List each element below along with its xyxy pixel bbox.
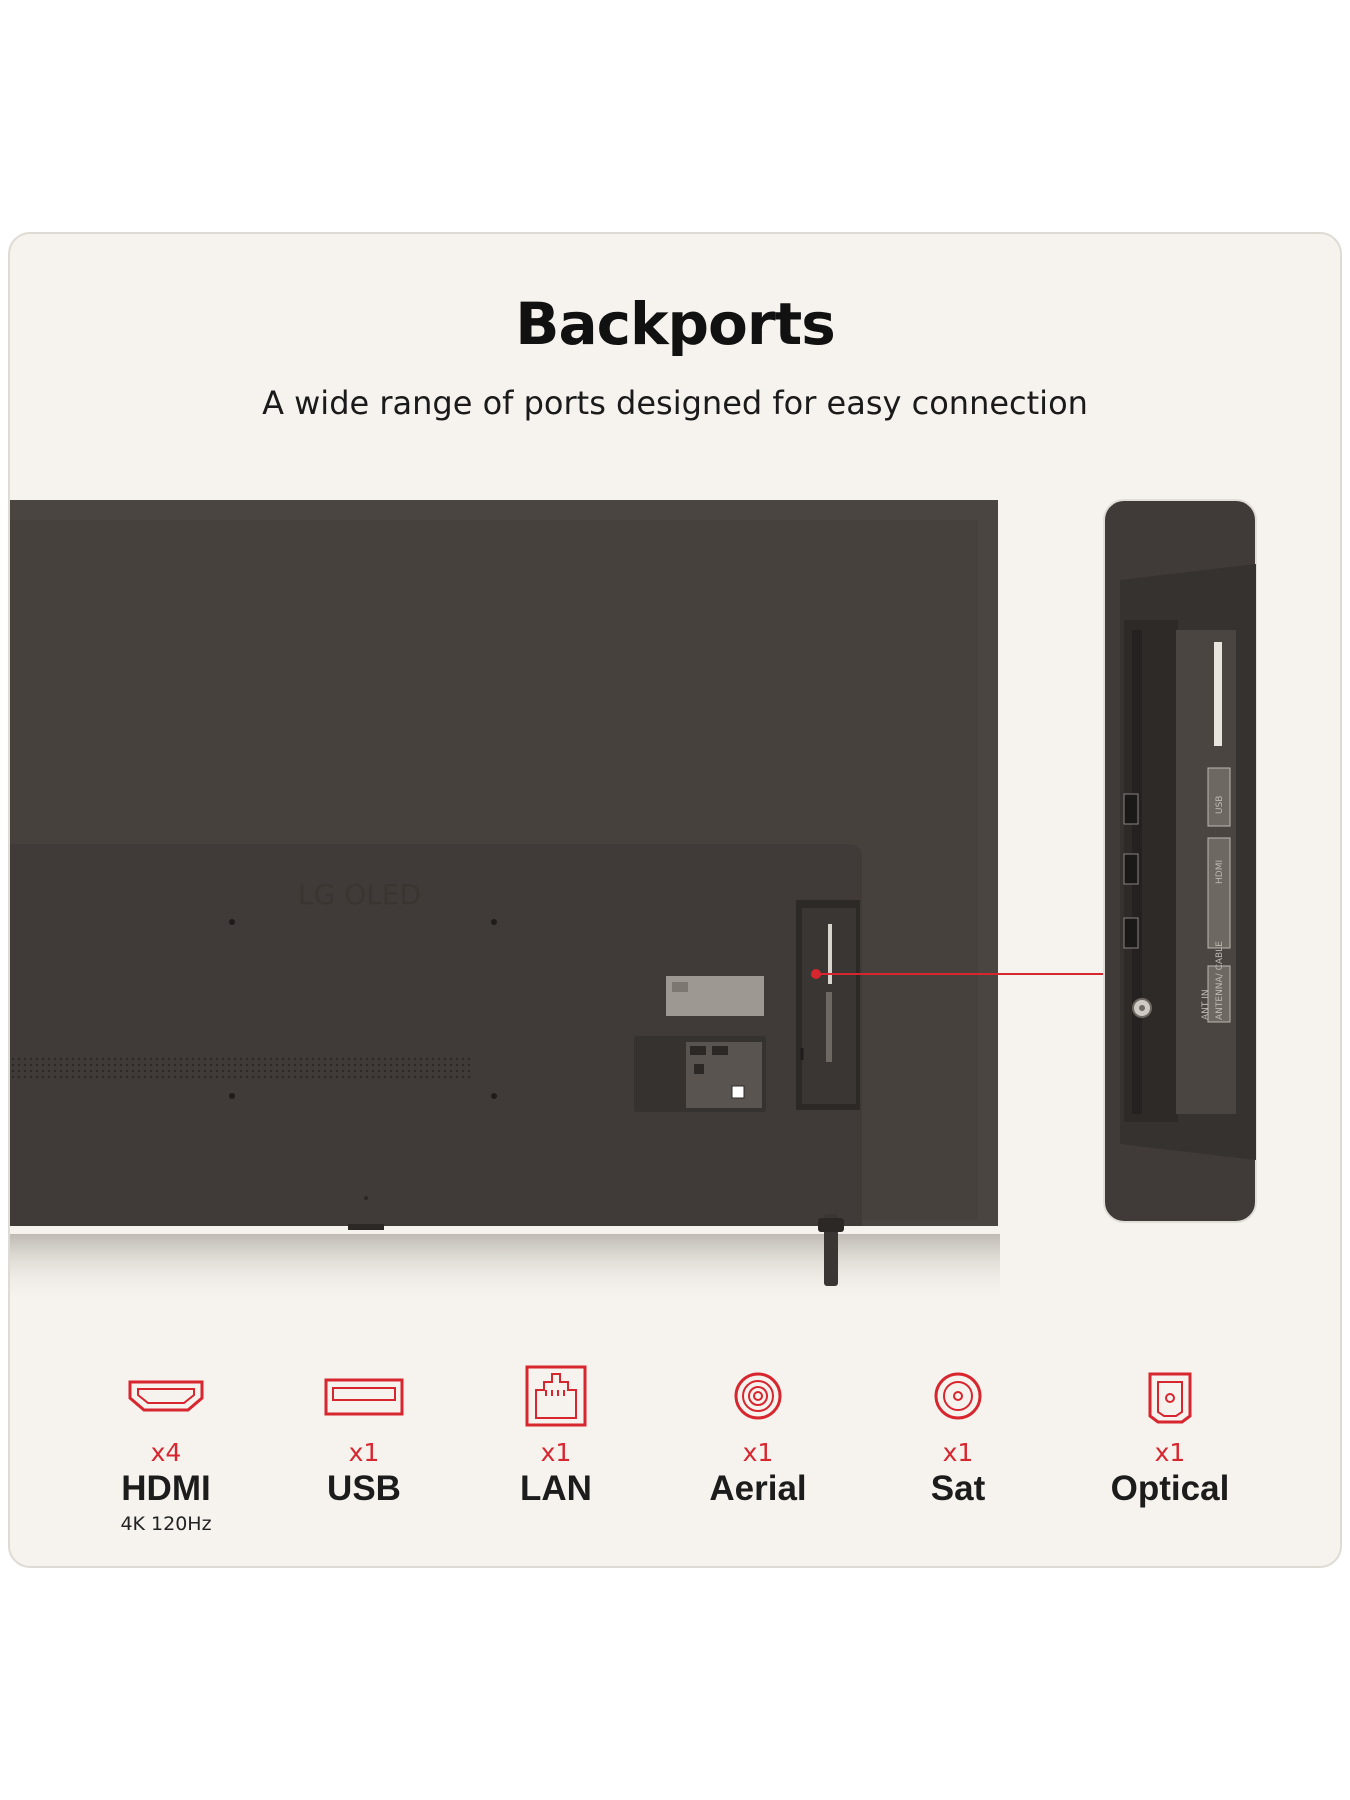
mount-hole [491,919,497,925]
port-item-usb: x1 USB [264,1364,464,1509]
port-count: x1 [942,1438,974,1467]
port-count: x4 [150,1438,182,1467]
side-port-labels [826,992,832,1062]
port-item-lan: x1 LAN [456,1364,656,1509]
port-item-optical: x1 Optical [1070,1364,1270,1509]
optical-icon [1148,1372,1192,1424]
side-port-strip [828,924,832,984]
callout-dot [811,969,821,979]
backports-card: Backports A wide range of ports designed… [8,232,1342,1568]
speaker-grill [12,1056,474,1082]
detail-hdmi-label: HDMI [1215,860,1225,884]
detail-antenna-label: ANTENNA/ CABLE [1215,941,1225,1020]
port-name: USB [327,1469,401,1508]
tv-rear-housing [10,844,862,1226]
hdmi-port-small [712,1046,728,1055]
tv-foot-sensor [348,1224,384,1230]
port-item-aerial: x1 Aerial [658,1364,858,1509]
mount-hole [229,919,235,925]
sat-icon [934,1372,982,1420]
port-name: Sat [930,1469,986,1508]
port-detail-zoom: USB HDMI ANTENNA/ CABLE ANT IN [1103,499,1257,1223]
port-count: x1 [1154,1438,1186,1467]
page-title: Backports [515,290,836,358]
usb-icon [324,1378,404,1416]
hdmi-port-small [690,1046,706,1055]
port-count: x1 [540,1438,572,1467]
detail-usb-label: USB [1215,796,1225,814]
tv-indicator-dot [364,1196,368,1200]
mount-hole [491,1093,497,1099]
port-name: Optical [1110,1469,1230,1508]
detail-antin-label: ANT IN [1201,989,1211,1020]
port-item-sat: x1 Sat [858,1364,1058,1509]
rating-label-logo [672,982,688,992]
aerial-icon [734,1372,782,1420]
hdmi-icon [128,1380,204,1412]
optical-port-small [694,1064,704,1074]
tv-shadow [10,1234,1000,1304]
port-name: HDMI [121,1469,211,1508]
port-name: LAN [520,1469,592,1508]
port-name: Aerial [709,1469,807,1508]
port-count: x1 [348,1438,380,1467]
page-subtitle: A wide range of ports designed for easy … [262,384,1088,422]
tv-back-illustration: LG OLED [10,499,1257,1304]
mount-hole [229,1093,235,1099]
tv-logo: LG OLED [298,878,421,911]
lan-icon [525,1365,587,1427]
port-sub: 4K 120Hz [120,1513,212,1535]
power-cable-clip [818,1218,844,1232]
lan-port-small [731,1085,745,1099]
port-count: x1 [742,1438,774,1467]
port-item-hdmi: x4 HDMI 4K 120Hz [66,1364,266,1535]
